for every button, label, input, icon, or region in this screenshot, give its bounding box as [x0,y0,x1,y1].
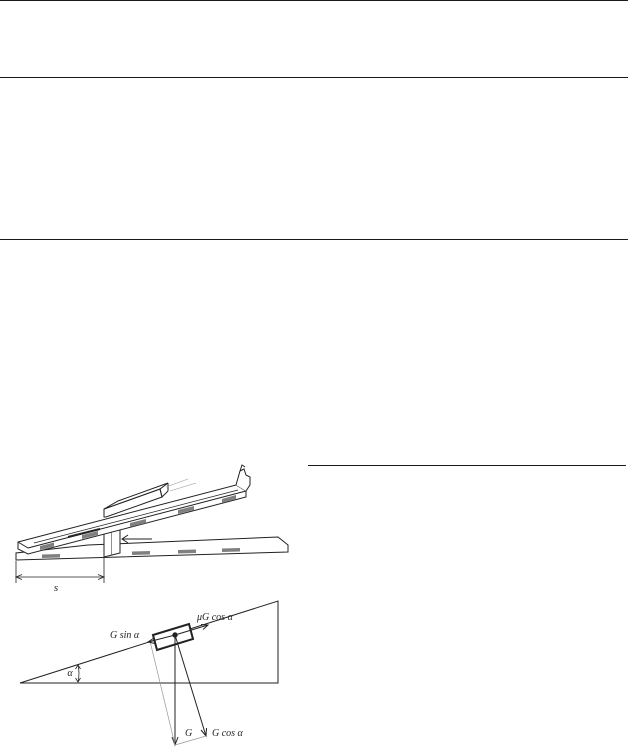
rule-top [0,0,628,1]
weight-label: G [185,728,192,739]
ramp-apparatus [14,464,289,583]
flat-track [15,536,289,561]
rule-right-short [308,465,626,466]
rule-upper [0,77,628,78]
rule-middle [0,239,628,240]
parallel-component-label: G sin α [110,630,140,641]
flat-track-stripes [42,548,240,558]
friction-vector [174,624,209,636]
normal-component-vector [174,634,207,737]
parallel-component-vector [147,634,176,643]
angle-arc [77,664,80,683]
ramp-stripes [40,495,236,550]
ramp-length-label: s [54,582,58,594]
incline-figure: s α G G cos α G sin α μG cos α [14,464,289,747]
friction-label: μG cos α [196,612,234,623]
incline-angle-label: α [67,668,73,679]
normal-component-label: G cos α [212,728,244,739]
block-on-incline [151,622,195,652]
force-diagram [19,600,279,747]
